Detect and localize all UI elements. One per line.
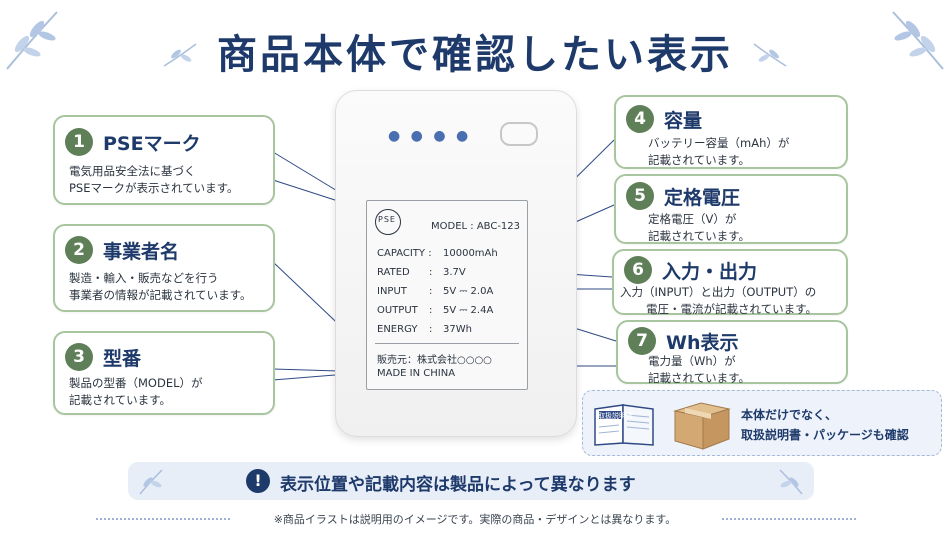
label-model: MODEL : ABC-123 — [431, 221, 521, 232]
label-capacity-val: 10000mAh — [443, 248, 498, 259]
card-description: 製造・輸入・販売などを行う 事業者の情報が記載されています。 — [69, 270, 252, 304]
footer-note: ※商品イラストは説明用のイメージです。実際の商品・デザインとは異なります。 — [273, 513, 677, 526]
card-description: 電気用品安全法に基づく PSEマークが表示されています。 — [69, 163, 239, 197]
card-description: 電力量（Wh）が 記載されています。 — [648, 353, 750, 387]
card-line: バッテリー容量（mAh）が — [648, 136, 790, 150]
label-seller: 販売元：株式会社○○○○ — [377, 355, 492, 366]
power-button — [500, 122, 538, 146]
note-text: 本体だけでなく、 取扱説明書・パッケージも確認 — [741, 405, 909, 445]
leaf-top-left-icon — [6, 11, 58, 70]
card-line: 製造・輸入・販売などを行う — [69, 271, 219, 285]
sprig-title-left-icon — [163, 43, 197, 67]
label-energy-key: ENERGY — [377, 324, 418, 335]
rating-label: PSE MODEL : ABC-123 CAPACITY : 10000mAh … — [366, 200, 528, 390]
label-rated-val: 3.7V — [443, 267, 466, 278]
card-number-4: 4 — [626, 105, 654, 133]
card-input-output: 6 入力・出力 入力（INPUT）と出力（OUTPUT）の 電圧・電流が記載され… — [612, 249, 848, 318]
card-capacity: 4 容量 バッテリー容量（mAh）が 記載されています。 — [614, 95, 848, 169]
label-divider — [375, 343, 519, 344]
card-line: PSEマークが表示されています。 — [69, 181, 239, 195]
card-wh-display: 7 Wh表示 電力量（Wh）が 記載されています。 — [616, 320, 848, 387]
leaf-top-right-icon — [892, 11, 944, 70]
footer-dotted-right — [722, 518, 856, 520]
label-made-in: MADE IN CHINA — [377, 368, 456, 379]
card-line: 入力（INPUT）と出力（OUTPUT）の — [620, 285, 817, 299]
card-line: 記載されています。 — [648, 371, 751, 385]
manual-book-label: 取扱説明書 — [598, 412, 633, 420]
sprig-banner-left-icon — [139, 469, 163, 495]
label-output-key: OUTPUT — [377, 305, 418, 316]
pse-mark-text: PSE — [378, 215, 396, 224]
cardboard-box-icon — [673, 402, 731, 450]
label-input-key: INPUT — [377, 286, 407, 297]
card-heading: PSEマーク — [103, 133, 201, 155]
card-number-2: 2 — [65, 236, 93, 264]
label-colon: : — [429, 286, 433, 297]
footer-dotted-left — [96, 518, 230, 520]
card-business-name: 2 事業者名 製造・輸入・販売などを行う 事業者の情報が記載されています。 — [53, 224, 275, 312]
note-line: 本体だけでなく、 — [741, 408, 838, 422]
card-line: 定格電圧（V）が — [648, 212, 737, 226]
disclaimer-banner: ! 表示位置や記載内容は製品によって異なります — [128, 462, 814, 500]
card-heading: 定格電圧 — [664, 187, 741, 209]
card-line: 記載されています。 — [69, 393, 172, 407]
sprig-title-right-icon — [753, 43, 787, 67]
card-line: 製品の型番（MODEL）が — [69, 376, 203, 390]
card-pse-mark: 1 PSEマーク 電気用品安全法に基づく PSEマークが表示されています。 — [53, 115, 275, 205]
card-number-7: 7 — [628, 327, 656, 355]
card-heading: 容量 — [664, 110, 703, 132]
card-description: バッテリー容量（mAh）が 記載されています。 — [648, 135, 789, 169]
label-colon: : — [429, 305, 433, 316]
label-input-val: 5V ⎓ 2.0A — [443, 286, 494, 297]
card-line: 事業者の情報が記載されています。 — [69, 288, 252, 302]
label-output-val: 5V ⎓ 2.4A — [443, 305, 494, 316]
note-line: 取扱説明書・パッケージも確認 — [741, 428, 909, 442]
card-line: 記載されています。 — [648, 229, 751, 243]
warning-icon: ! — [246, 469, 270, 493]
label-capacity-key: CAPACITY : — [377, 248, 432, 259]
card-line: 電圧・電流が記載されています。 — [646, 302, 818, 316]
manual-book-icon — [594, 404, 654, 446]
card-heading: Wh表示 — [666, 332, 739, 354]
card-number-3: 3 — [65, 343, 93, 371]
card-line: 電力量（Wh）が — [648, 354, 736, 368]
battery-indicator-dots: ● ● ● ● — [388, 128, 472, 144]
card-model-number: 3 型番 製品の型番（MODEL）が 記載されています。 — [53, 331, 275, 415]
check-manual-and-package-note: 取扱説明書 本体だけでなく、 取扱説明書・パッケージも確認 — [582, 390, 942, 456]
page-title: 商品本体で確認したい表示 — [217, 32, 733, 78]
card-heading: 入力・出力 — [662, 261, 758, 283]
card-number-1: 1 — [65, 128, 93, 156]
card-line: 電気用品安全法に基づく — [69, 164, 196, 178]
card-number-6: 6 — [624, 256, 652, 284]
label-energy-val: 37Wh — [443, 324, 472, 335]
sprig-banner-right-icon — [779, 469, 803, 495]
card-line: 記載されています。 — [648, 153, 751, 167]
card-heading: 型番 — [103, 348, 142, 370]
card-number-5: 5 — [626, 182, 654, 210]
card-heading: 事業者名 — [103, 241, 180, 263]
card-description: 入力（INPUT）と出力（OUTPUT）の 電圧・電流が記載されています。 — [620, 284, 817, 318]
card-description: 製品の型番（MODEL）が 記載されています。 — [69, 375, 203, 409]
card-rated-voltage: 5 定格電圧 定格電圧（V）が 記載されています。 — [614, 174, 848, 244]
card-description: 定格電圧（V）が 記載されています。 — [648, 211, 750, 245]
banner-text: 表示位置や記載内容は製品によって異なります — [280, 475, 636, 495]
label-colon: : — [429, 324, 433, 335]
label-rated-key: RATED — [377, 267, 410, 278]
label-colon: : — [429, 267, 433, 278]
